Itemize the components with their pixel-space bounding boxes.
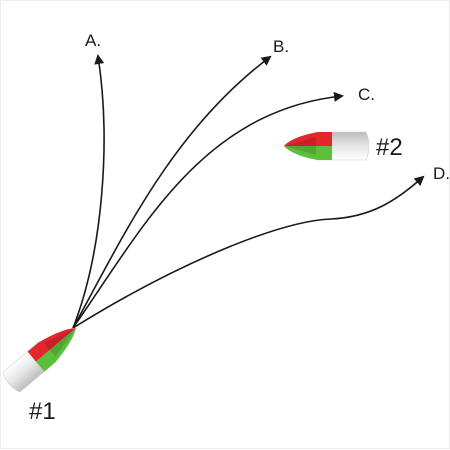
course-b-arrow bbox=[72, 55, 272, 329]
course-d-label: D. bbox=[433, 164, 450, 183]
boat-1 bbox=[2, 327, 77, 393]
boat-1-bow-shade bbox=[43, 328, 76, 357]
course-c-label: C. bbox=[358, 85, 375, 104]
boat-2-bow-shade bbox=[284, 137, 316, 155]
boat-1-label: #1 bbox=[29, 398, 56, 425]
boat-2-label: #2 bbox=[376, 134, 403, 161]
boat-2-starboard-light bbox=[284, 146, 332, 160]
course-arrows bbox=[72, 54, 425, 329]
course-a-label: A. bbox=[85, 31, 101, 50]
course-c-arrow bbox=[72, 91, 344, 329]
boat-2 bbox=[283, 131, 370, 161]
course-b-label: B. bbox=[273, 37, 289, 56]
boat-2-port-light bbox=[284, 132, 332, 146]
boat-1-port-light bbox=[27, 328, 76, 362]
boat-1-starboard-light bbox=[35, 328, 76, 372]
course-d-arrow bbox=[72, 175, 425, 329]
course-a-arrow bbox=[72, 54, 105, 329]
